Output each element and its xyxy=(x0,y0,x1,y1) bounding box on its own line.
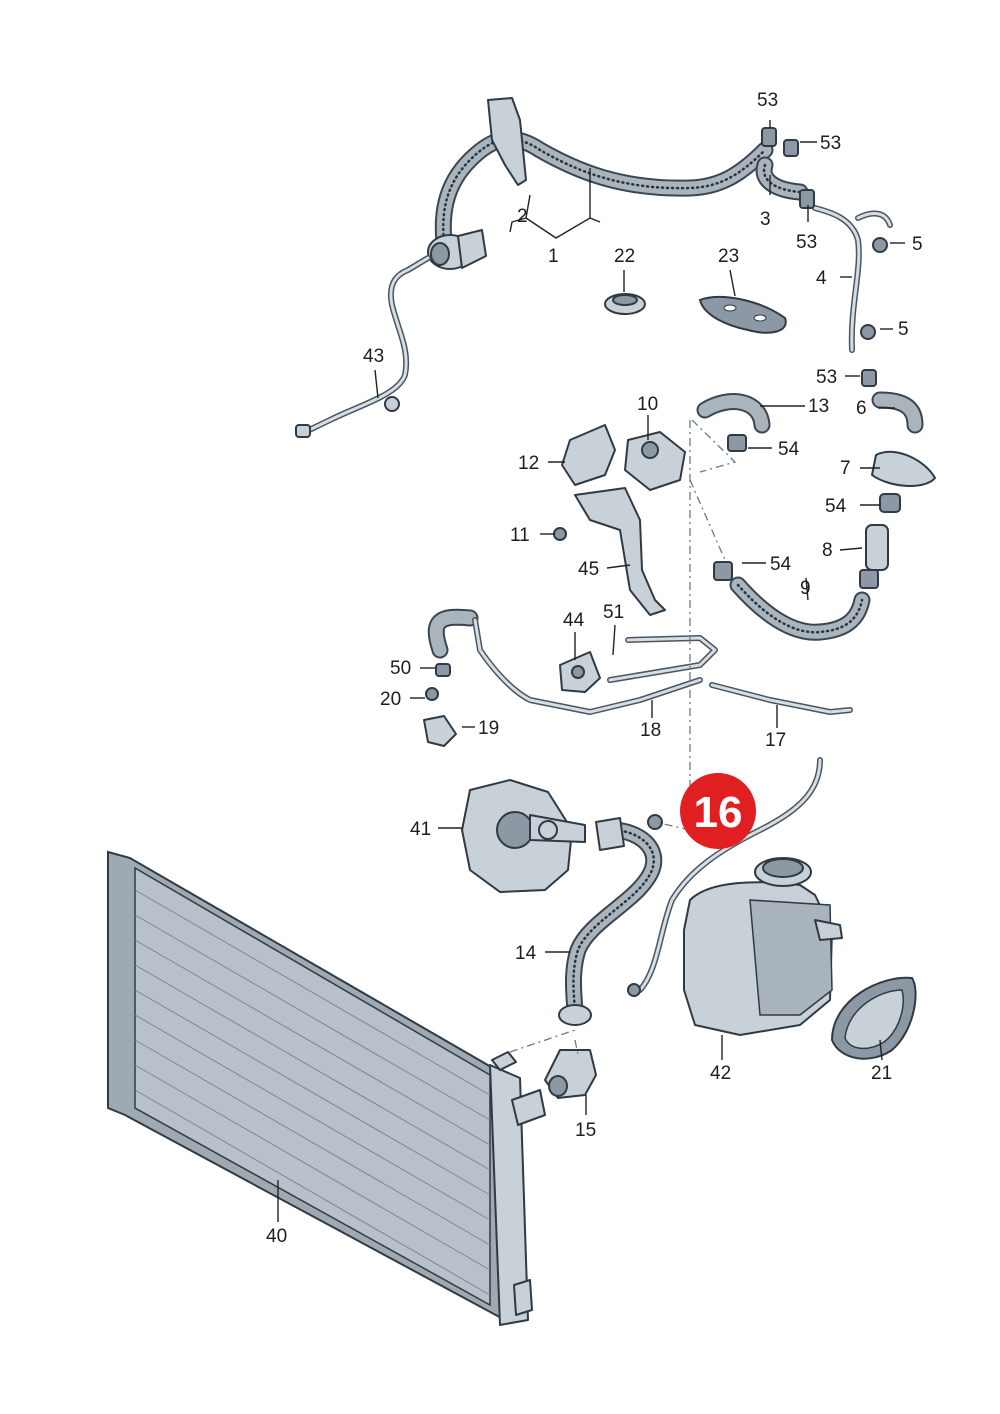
hose-clips-53 xyxy=(761,127,888,387)
bracket-45 xyxy=(574,487,666,616)
connector-15 xyxy=(544,1049,597,1099)
label-50: 50 xyxy=(390,658,411,679)
flange-7 xyxy=(871,450,936,487)
pipe-to-tank xyxy=(627,757,823,997)
label-40: 40 xyxy=(266,1226,287,1247)
expansion-tank-42 xyxy=(683,857,843,1036)
label-53a: 53 xyxy=(757,90,778,111)
label-11: 11 xyxy=(510,525,530,546)
label-42: 42 xyxy=(710,1063,731,1084)
highlight-marker-16[interactable]: 16 xyxy=(680,773,756,849)
highlight-label[interactable]: 16 xyxy=(694,788,743,837)
label-5b: 5 xyxy=(898,319,909,340)
label-45: 45 xyxy=(578,559,599,580)
label-54a: 54 xyxy=(778,439,800,460)
label-14: 14 xyxy=(515,943,537,964)
label-10: 10 xyxy=(637,394,658,415)
flange-44 xyxy=(559,651,601,693)
label-20: 20 xyxy=(380,689,401,710)
seal-21 xyxy=(830,976,917,1060)
label-2: 2 xyxy=(517,206,528,227)
assembly-lines xyxy=(509,419,737,1056)
label-13: 13 xyxy=(808,396,829,417)
sensor-19-20-50 xyxy=(423,663,457,747)
grommet-22 xyxy=(604,293,646,315)
hose-6-9 xyxy=(713,391,936,641)
hose-14 xyxy=(558,821,663,1026)
label-54b: 54 xyxy=(825,496,847,517)
hose-3-4 xyxy=(755,156,893,353)
label-6: 6 xyxy=(856,398,867,419)
label-23: 23 xyxy=(718,246,739,267)
seal-23 xyxy=(698,295,787,334)
label-21: 21 xyxy=(871,1063,892,1084)
label-53b: 53 xyxy=(820,133,841,154)
label-19: 19 xyxy=(478,718,499,739)
label-41: 41 xyxy=(410,819,431,840)
thermostat-housing-41 xyxy=(461,779,663,893)
label-7: 7 xyxy=(840,458,851,479)
hose-bracket xyxy=(487,97,527,186)
pump-10 xyxy=(624,431,686,491)
label-4: 4 xyxy=(816,268,827,289)
part-labels: 1 2 3 4 5 5 6 7 8 9 10 11 12 13 14 15 16… xyxy=(266,90,923,1247)
hose-13 xyxy=(696,393,771,452)
label-5a: 5 xyxy=(912,234,923,255)
label-22: 22 xyxy=(614,246,635,267)
bolt-11 xyxy=(553,527,567,541)
radiator-40 xyxy=(107,850,546,1326)
label-18: 18 xyxy=(640,720,661,741)
bracket-12 xyxy=(561,424,616,486)
label-54c: 54 xyxy=(770,554,792,575)
label-51: 51 xyxy=(603,602,624,623)
hose-assembly-1 xyxy=(427,97,774,270)
coolant-pipe-43 xyxy=(295,255,431,438)
label-53c: 53 xyxy=(796,232,817,253)
label-8: 8 xyxy=(822,540,833,561)
label-53d: 53 xyxy=(816,367,837,388)
highlight-circle[interactable] xyxy=(680,773,756,849)
label-3: 3 xyxy=(760,209,771,230)
pipe-18 xyxy=(427,608,718,715)
label-44: 44 xyxy=(563,610,585,631)
label-1: 1 xyxy=(548,246,559,267)
label-43: 43 xyxy=(363,346,384,367)
label-15: 15 xyxy=(575,1120,596,1141)
label-17: 17 xyxy=(765,730,786,751)
label-12: 12 xyxy=(518,453,539,474)
label-9: 9 xyxy=(800,578,811,599)
leader-lines xyxy=(277,120,905,1222)
pipe-17 xyxy=(709,682,853,715)
